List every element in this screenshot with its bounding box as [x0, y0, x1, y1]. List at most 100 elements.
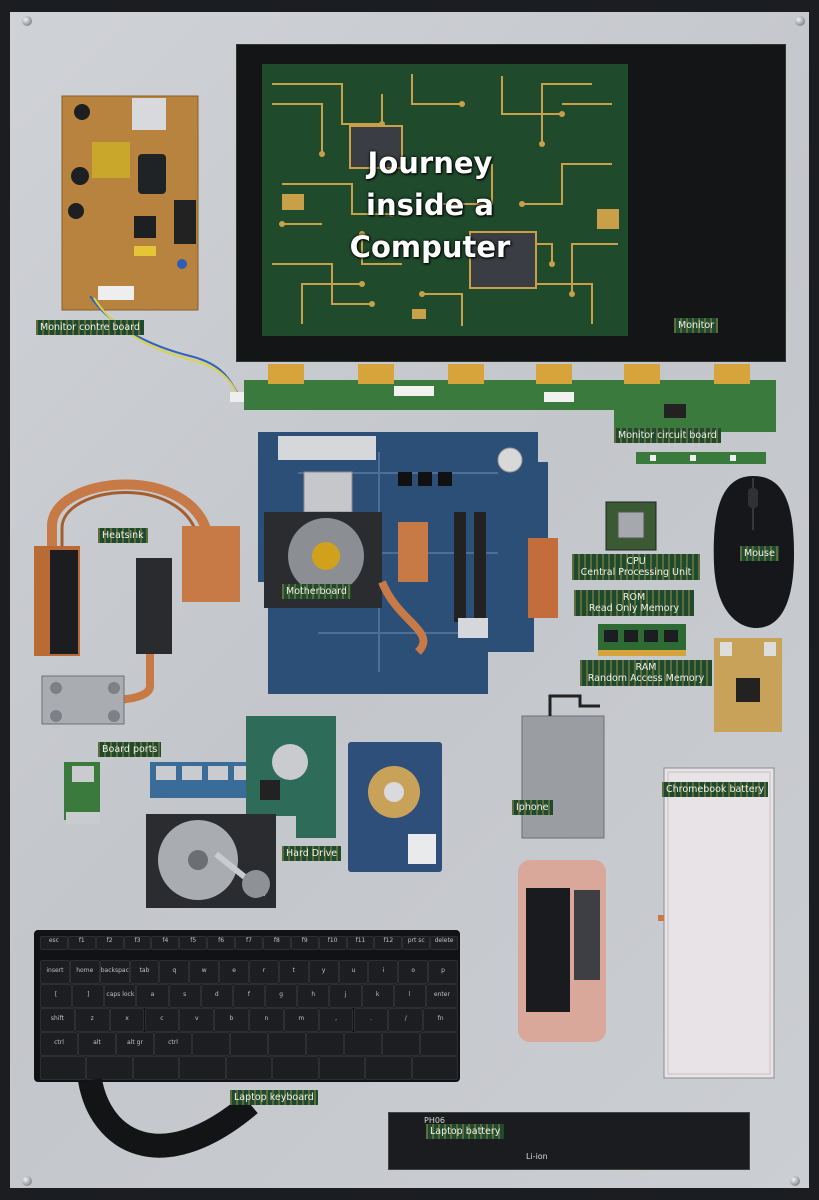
keyboard-key: [344, 1032, 382, 1056]
poster-title: Journey inside a Computer: [330, 142, 530, 268]
keyboard-key: ]: [72, 984, 105, 1008]
keyboard-key: d: [200, 984, 233, 1008]
keyboard-key: .: [353, 1008, 389, 1032]
label-laptop-keyboard: Laptop keyboard: [230, 1090, 318, 1105]
label-ram-line1: RAM: [635, 662, 657, 673]
chromebook-battery: [658, 767, 775, 1079]
label-chromebook-battery: Chromebook battery: [662, 782, 769, 797]
label-rom: ROM Read Only Memory: [574, 590, 694, 616]
label-cpu-line1: CPU: [626, 556, 646, 567]
keyboard-key: insert: [40, 960, 70, 984]
poster-title-line-2: inside a: [366, 188, 494, 222]
label-monitor-control-board: Monitor contre board: [36, 320, 144, 335]
cpu-chip: [605, 501, 657, 551]
keyboard-key: w: [189, 960, 220, 984]
keyboard-key: q: [159, 960, 190, 984]
control-board-cable: [89, 295, 244, 402]
keyboard-key: [306, 1032, 344, 1056]
label-cpu: CPU Central Processing Unit: [572, 554, 700, 580]
keyboard-key: t: [278, 960, 309, 984]
keyboard-key: f5: [179, 936, 208, 950]
iphone-body: [518, 860, 606, 1042]
keyboard-key: b: [214, 1008, 249, 1032]
screw-bottom-left: [22, 1176, 32, 1186]
poster-title-line-3: Computer: [349, 230, 511, 264]
monitor-circuit-board: [244, 364, 776, 432]
keyboard-key: alt: [78, 1032, 116, 1056]
keyboard-key: [40, 1056, 87, 1080]
keyboard-key: [411, 1056, 458, 1080]
keyboard-key: a: [136, 984, 169, 1008]
keyboard-key: f3: [123, 936, 152, 950]
keyboard-key: [230, 1032, 268, 1056]
keyboard-key: ,: [318, 1008, 354, 1032]
label-hard-drive: Hard Drive: [282, 846, 342, 861]
keyboard-key: l: [393, 984, 426, 1008]
keyboard-key: backspace: [99, 960, 130, 984]
keyboard-key: u: [338, 960, 369, 984]
screw-top-right: [795, 16, 805, 26]
label-motherboard: Motherboard: [282, 584, 351, 599]
monitor-control-board: [61, 95, 199, 311]
keyboard-key: z: [74, 1008, 110, 1032]
keyboard-key: home: [69, 960, 100, 984]
label-monitor-circuit-board: Monitor circuit board: [614, 428, 721, 443]
keyboard-key: v: [179, 1008, 215, 1032]
keyboard-key: [268, 1032, 306, 1056]
label-laptop-battery: Laptop battery: [426, 1124, 505, 1139]
keyboard-key: enter: [425, 984, 458, 1008]
keyboard-key: n: [249, 1008, 284, 1032]
keyboard-key: f7: [235, 936, 263, 950]
keyboard-key: h: [297, 984, 330, 1008]
label-rom-line1: ROM: [622, 592, 646, 603]
keyboard-key: shift: [40, 1008, 75, 1032]
keyboard-key: tab: [129, 960, 160, 984]
keyboard-key: [: [40, 984, 73, 1008]
keyboard-key: fn: [423, 1008, 458, 1032]
keyboard-key: prt sc: [402, 936, 431, 950]
keyboard-key: f6: [207, 936, 236, 950]
label-iphone: Iphone: [512, 800, 553, 815]
label-mouse: Mouse: [740, 546, 779, 561]
keyboard-key: /: [388, 1008, 424, 1032]
keyboard-key: f10: [318, 936, 347, 950]
label-ram-line2: Random Access Memory: [587, 673, 705, 684]
keyboard-key: s: [168, 984, 201, 1008]
keyboard-key: m: [283, 1008, 319, 1032]
label-rom-line2: Read Only Memory: [588, 603, 680, 614]
motherboard: [258, 432, 558, 694]
keyboard-key: caps lock: [104, 984, 137, 1008]
label-board-ports: Board ports: [98, 742, 162, 757]
label-heatsink: Heatsink: [98, 528, 148, 543]
keyboard-key: j: [329, 984, 362, 1008]
board-ports: [64, 762, 262, 824]
keyboard-key: delete: [430, 936, 458, 950]
battery-brand: PH06: [424, 1116, 446, 1125]
keyboard-key: x: [109, 1008, 145, 1032]
keyboard-key: [365, 1056, 412, 1080]
screw-top-left: [22, 16, 32, 26]
keyboard-key: alt gr: [116, 1032, 154, 1056]
ram-module: [598, 624, 686, 656]
keyboard-key: f11: [346, 936, 375, 950]
keyboard-key: [86, 1056, 133, 1080]
label-ram: RAM Random Access Memory: [580, 660, 712, 686]
keyboard-key: f1: [67, 936, 96, 950]
mouse-circuit-board: [714, 638, 782, 732]
keyboard-key: f2: [95, 936, 124, 950]
keyboard-key: f: [232, 984, 266, 1008]
hard-drive-closed: [348, 742, 442, 872]
laptop-battery: [388, 1112, 750, 1170]
keyboard-key: e: [219, 960, 249, 984]
heatsink: [34, 479, 240, 725]
keyboard-key: ctrl: [154, 1032, 192, 1056]
keyboard-key: g: [265, 984, 298, 1008]
keyboard-key: [382, 1032, 420, 1056]
keyboard-key: i: [368, 960, 399, 984]
keyboard-key: [179, 1056, 226, 1080]
keyboard-key: ctrl: [40, 1032, 78, 1056]
keyboard-key: c: [144, 1008, 180, 1032]
keyboard-key: p: [428, 960, 458, 984]
